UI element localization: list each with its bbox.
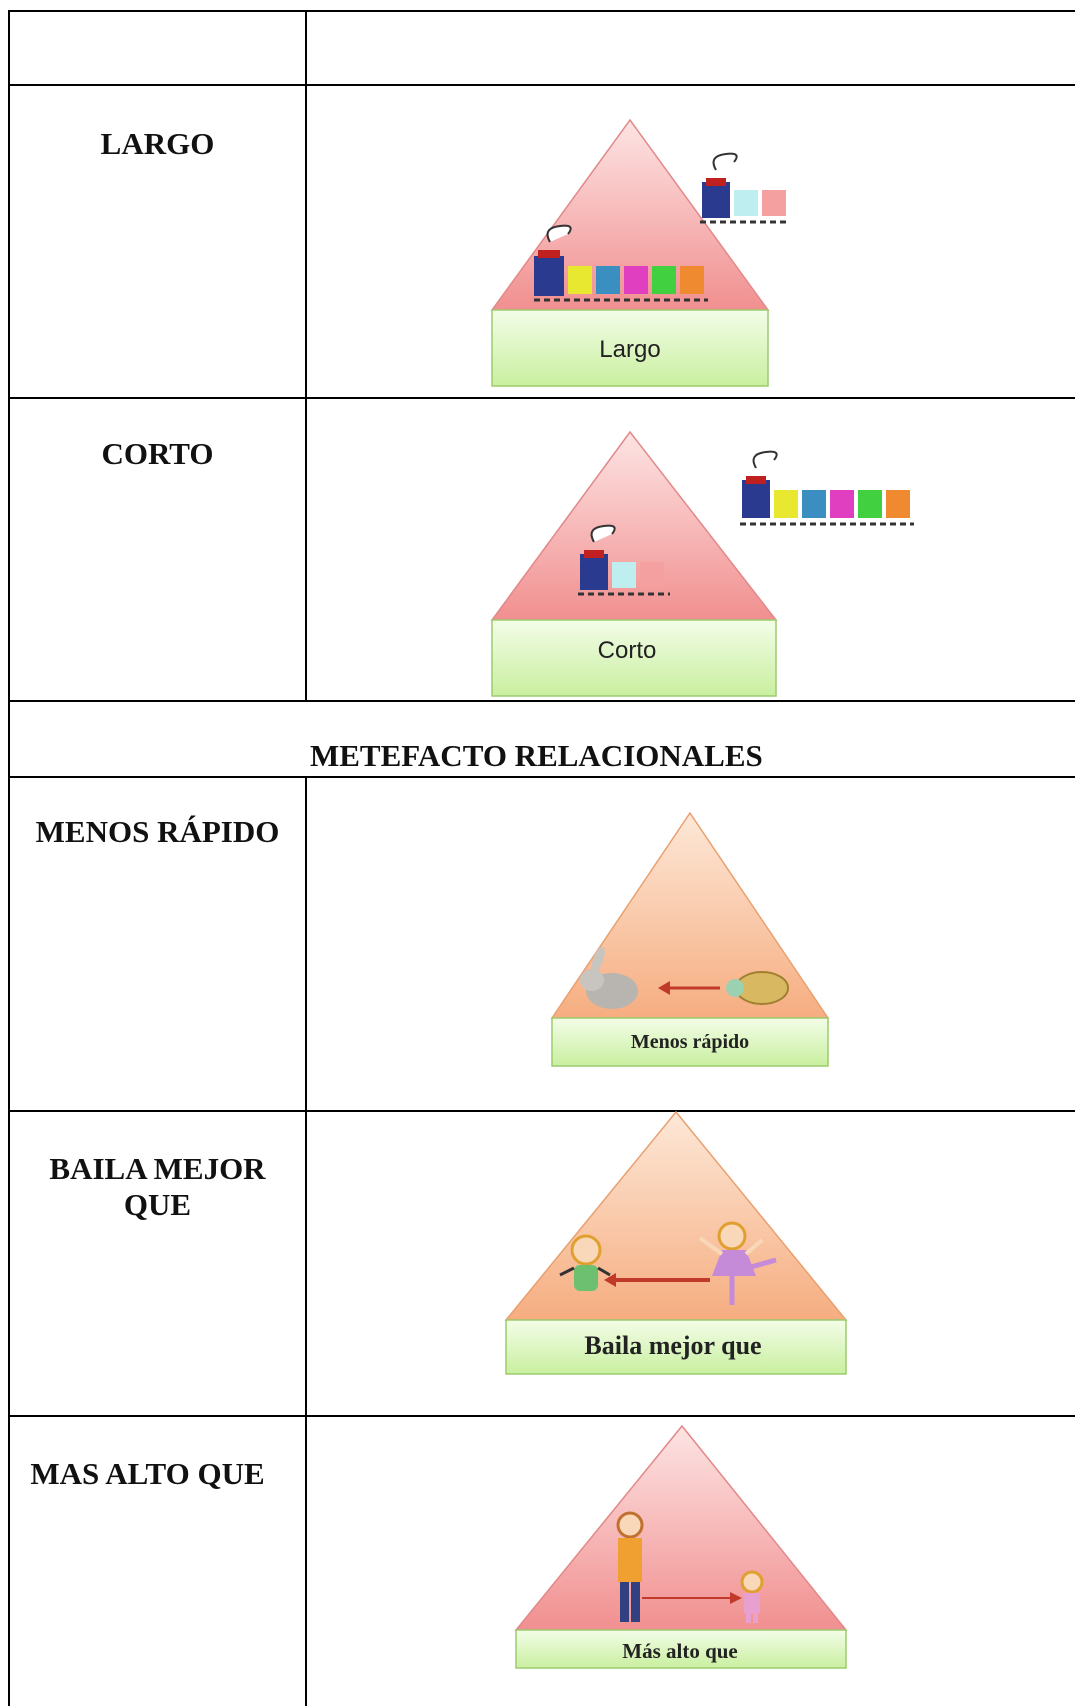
arrow-icon <box>642 1592 742 1604</box>
row-label-baila-line1: BAILA MEJOR <box>49 1151 266 1186</box>
row-label-baila-line2: QUE <box>123 1187 192 1222</box>
rabbit-icon <box>580 946 638 1009</box>
row-label-corto: CORTO <box>101 436 214 471</box>
row-divider <box>8 84 1075 86</box>
short-train-icon <box>700 152 790 224</box>
label-box <box>515 1629 847 1669</box>
pyramid-figure-baila: Baila mejor que <box>504 1110 848 1375</box>
triangle-shape <box>490 430 778 621</box>
short-train-icon <box>578 524 670 596</box>
turtle-icon <box>726 971 789 1005</box>
box-label-corto: Corto <box>598 637 657 664</box>
row-divider <box>8 776 1075 778</box>
row-divider <box>8 1110 1075 1112</box>
table-border-left <box>8 10 10 1706</box>
pyramid-figure-corto: Corto <box>490 430 914 697</box>
label-box <box>505 1319 847 1375</box>
row-label-menos-rapido: MENOS RÁPIDO <box>35 814 280 849</box>
triangle-shape <box>504 1110 848 1321</box>
pyramid-figure-mas-alto: Más alto que <box>514 1424 848 1669</box>
box-label-largo: Largo <box>599 336 660 363</box>
row-label-mas-alto: MAS ALTO QUE <box>30 1456 265 1491</box>
label-box <box>491 619 777 697</box>
row-divider <box>8 397 1075 399</box>
long-train-icon <box>740 450 914 526</box>
tall-boy-icon <box>616 1511 644 1622</box>
pyramid-figure-menos-rapido: Menos rápido <box>550 811 830 1067</box>
box-label-menos-rapido: Menos rápido <box>631 1031 749 1053</box>
long-train-icon <box>534 224 708 302</box>
box-label-mas-alto: Más alto que <box>622 1639 738 1663</box>
short-girl-icon <box>740 1570 764 1623</box>
label-box <box>491 309 769 387</box>
column-divider <box>305 10 307 700</box>
column-divider <box>305 776 307 1706</box>
label-box <box>551 1017 829 1067</box>
triangle-shape <box>514 1424 848 1631</box>
arrow-icon <box>658 981 720 995</box>
row-divider <box>8 1415 1075 1417</box>
pyramid-figure-largo: Largo <box>490 118 790 387</box>
table-border-top <box>8 10 1075 12</box>
box-label-baila: Baila mejor que <box>584 1331 761 1360</box>
section-title: METEFACTO RELACIONALES <box>310 738 763 773</box>
arrow-icon <box>604 1273 710 1287</box>
row-divider <box>8 700 1075 702</box>
ballerina-icon <box>698 1221 777 1305</box>
row-label-largo: LARGO <box>100 126 215 161</box>
girl-dancing-icon <box>559 1234 611 1291</box>
